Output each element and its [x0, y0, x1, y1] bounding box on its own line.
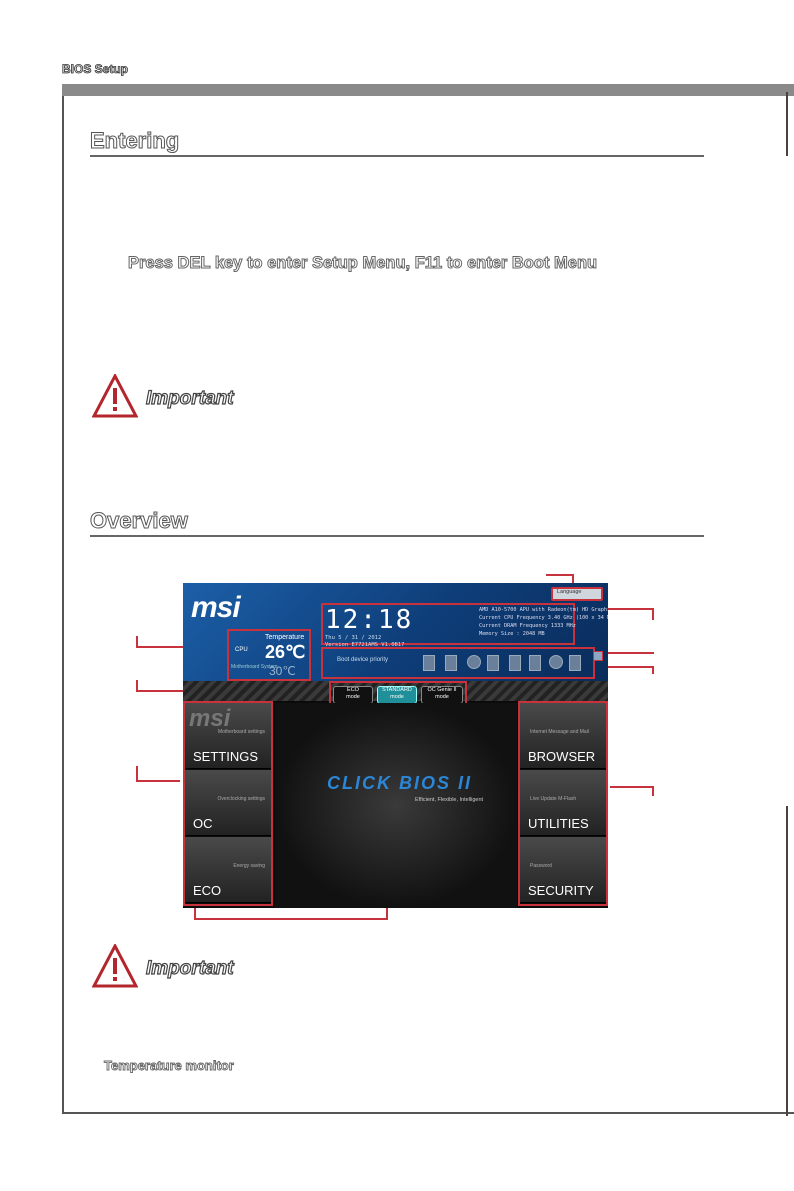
clock: 12:18 — [325, 605, 414, 635]
panel-subtitle: Password — [530, 863, 552, 869]
oc-panel[interactable]: Overclocking settings OC — [185, 770, 271, 836]
mode-line: mode — [346, 694, 360, 700]
section-rule — [90, 155, 704, 157]
right-menu-column: Internet Message and Mail BROWSER Live U… — [518, 701, 608, 906]
cpu-temperature: 26℃ — [265, 642, 306, 662]
temperature-title: Temperature — [265, 634, 305, 641]
temperature-monitor-heading: Temperature monitor — [104, 1058, 235, 1074]
page-header-label: BIOS Setup — [62, 62, 129, 77]
boot-device-icon[interactable] — [423, 655, 435, 671]
callout-line — [652, 786, 654, 796]
eco-mode-button[interactable]: ECO mode — [333, 686, 373, 704]
date-version: Thu 5 / 31 / 2012 Version E7721AMS V1.0B… — [325, 635, 404, 649]
cpu-label: CPU — [235, 647, 248, 653]
eco-panel[interactable]: Energy saving ECO — [185, 837, 271, 903]
language-button[interactable]: Language — [551, 587, 603, 601]
boot-device-icon[interactable] — [467, 655, 481, 669]
callout-line — [194, 908, 196, 920]
section-title-overview: Overview — [90, 508, 189, 534]
callout-line — [578, 608, 652, 610]
callout-line — [592, 652, 654, 654]
important-heading: Important — [145, 957, 234, 979]
callout-line — [652, 608, 654, 620]
boot-device-icon[interactable] — [509, 655, 521, 671]
msi-logo: msi — [191, 591, 241, 624]
edge-mark — [786, 806, 788, 1116]
callout-line — [194, 918, 388, 920]
callout-line — [572, 574, 574, 588]
callout-line — [136, 680, 138, 690]
mode-line: mode — [435, 694, 449, 700]
callout-line — [546, 574, 572, 576]
system-label: Motherboard System — [231, 664, 278, 670]
panel-label: BROWSER — [528, 749, 596, 764]
sysinfo-line: Current CPU Frequency 3.40 GHz (100 x 34… — [479, 615, 608, 621]
click-bios-logo: CLICK BIOS II — [327, 773, 473, 793]
frame-left-border — [62, 96, 64, 1114]
callout-line — [136, 780, 180, 782]
callout-line — [136, 646, 228, 648]
language-label: Language — [557, 589, 582, 595]
callout-line — [136, 766, 138, 780]
section-rule — [90, 535, 704, 537]
utilities-panel[interactable]: Live Update M-Flash UTILITIES — [520, 770, 606, 836]
oc-genie-mode-button[interactable]: OC Genie II mode — [421, 686, 463, 704]
boot-message: Press DEL key to enter Setup Menu, F11 t… — [127, 254, 598, 273]
sysinfo-line: Current DRAM Frequency 1333 MHz — [479, 623, 576, 629]
temperature-monitor: Temperature CPU 26℃ Motherboard System 3… — [227, 629, 311, 681]
system-info-panel: 12:18 Thu 5 / 31 / 2012 Version E7721AMS… — [321, 603, 608, 648]
boot-device-priority-bar[interactable]: Boot device priority — [321, 647, 595, 679]
callout-line — [610, 786, 654, 788]
frame-bottom-border — [62, 1112, 794, 1114]
edge-mark — [786, 92, 788, 156]
panel-label: UTILITIES — [528, 816, 589, 831]
system-info: AMD A10-5700 APU with Radeon(tm) HD Grap… — [479, 606, 608, 638]
section-title-entering: Entering — [89, 128, 180, 154]
boot-device-icon[interactable] — [529, 655, 541, 671]
panel-subtitle: Live Update M-Flash — [530, 796, 577, 802]
boot-device-icon[interactable] — [487, 655, 499, 671]
date-line: Thu 5 / 31 / 2012 — [325, 635, 382, 641]
panel-subtitle: Energy saving — [233, 863, 265, 869]
settings-panel[interactable]: msi Motherboard settings SETTINGS — [185, 703, 271, 769]
msi-watermark: msi — [189, 705, 231, 732]
panel-subtitle: Internet Message and Mail — [530, 729, 589, 735]
mode-line: STANDARD — [382, 687, 412, 693]
warning-icon — [91, 372, 139, 418]
boot-device-icon[interactable] — [445, 655, 457, 671]
header-bar — [62, 84, 794, 96]
panel-label: SECURITY — [528, 883, 594, 898]
sysinfo-line: AMD A10-5700 APU with Radeon(tm) HD Grap… — [479, 607, 608, 613]
panel-subtitle: Motherboard settings — [218, 729, 265, 735]
panel-label: SETTINGS — [193, 749, 259, 764]
click-bios-splash: CLICK BIOS II Efficient, Flexible, Intel… — [275, 703, 517, 908]
warning-icon — [91, 942, 139, 988]
callout-line — [136, 636, 138, 646]
boot-device-icon[interactable] — [549, 655, 563, 669]
standard-mode-button[interactable]: STANDARD mode — [377, 686, 417, 704]
mode-line: ECO — [347, 687, 359, 693]
important-heading: Important — [145, 387, 234, 409]
callout-line — [652, 666, 654, 674]
screenshot-icon[interactable] — [593, 651, 603, 661]
version-line: Version E7721AMS V1.0B17 — [325, 642, 405, 648]
callout-line — [592, 666, 654, 668]
panel-label: OC — [193, 816, 213, 831]
system-temperature: 30℃ — [269, 664, 296, 678]
panel-subtitle: Overclocking settings — [217, 796, 265, 802]
boot-priority-label: Boot device priority — [337, 657, 389, 663]
sysinfo-line: Memory Size : 2048 MB — [479, 631, 545, 637]
security-panel[interactable]: Password SECURITY — [520, 837, 606, 903]
boot-device-icon[interactable] — [569, 655, 581, 671]
panel-label: ECO — [193, 883, 222, 898]
mode-line: OC Genie II — [427, 687, 457, 693]
click-bios-tagline: Efficient, Flexible, Intelligent — [415, 797, 484, 803]
left-menu-column: msi Motherboard settings SETTINGS Overcl… — [183, 701, 273, 906]
mode-line: mode — [390, 694, 404, 700]
bios-screenshot: msi Temperature CPU 26℃ Motherboard Syst… — [183, 583, 608, 908]
browser-panel[interactable]: Internet Message and Mail BROWSER — [520, 703, 606, 769]
